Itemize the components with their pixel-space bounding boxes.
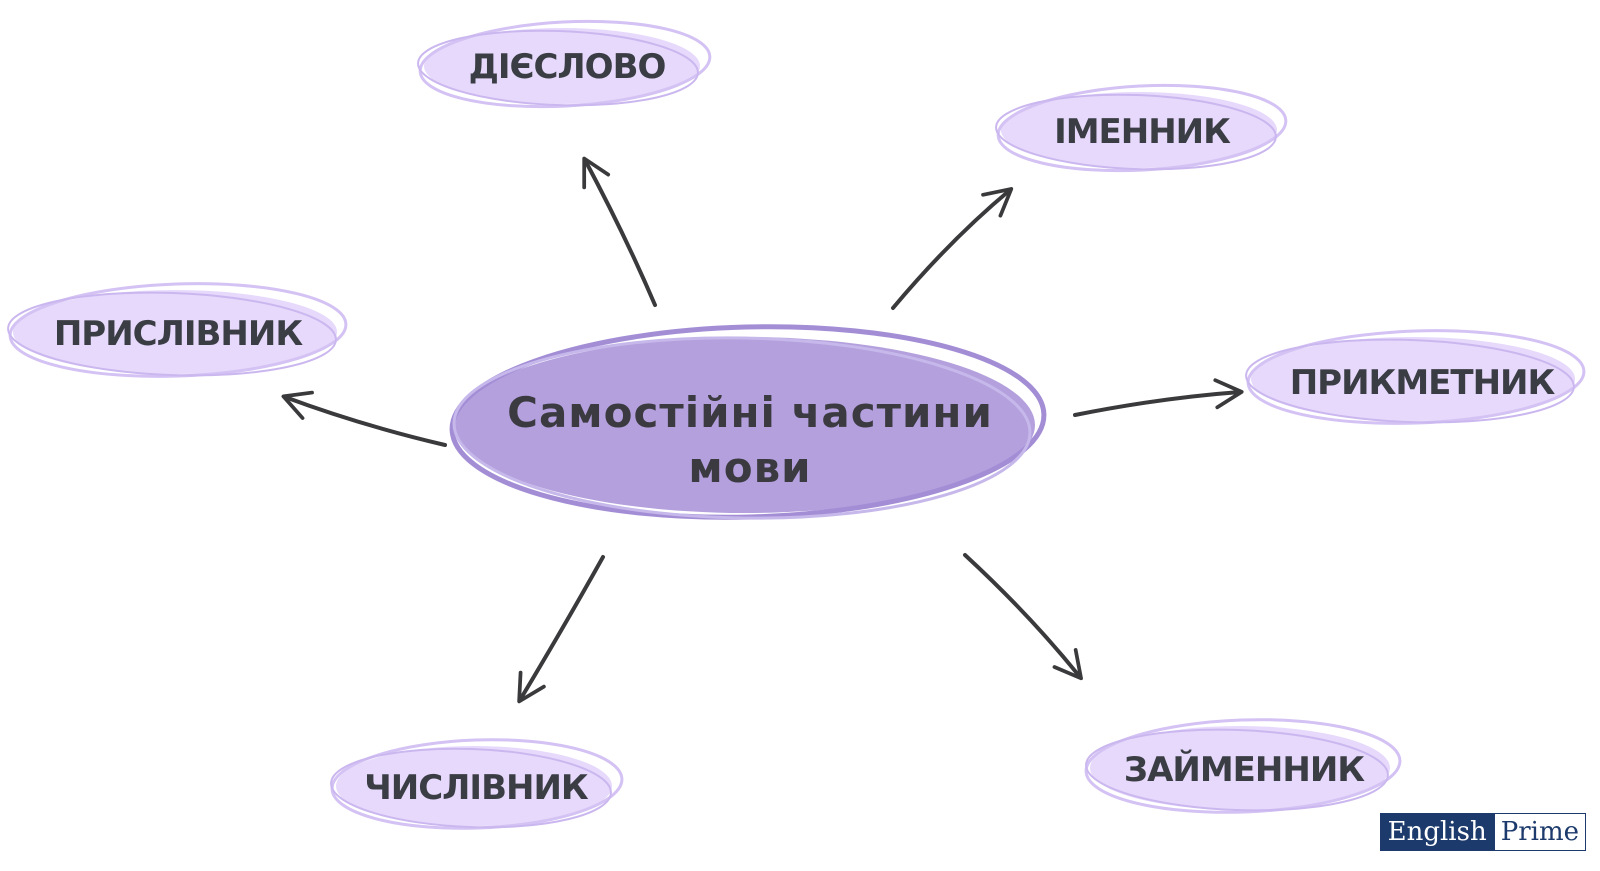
logo-part-prime: Prime bbox=[1494, 813, 1586, 851]
arrows bbox=[281, 156, 1244, 704]
center-title-line2: мови bbox=[688, 443, 811, 492]
node-pryslivnyk: ПРИСЛІВНИК bbox=[7, 282, 348, 378]
center-title-line1: Самостійні частини bbox=[507, 388, 993, 437]
node-label-chyslivnyk: ЧИСЛІВНИК bbox=[364, 768, 589, 808]
arrow-to-prykmetnyk bbox=[1073, 378, 1244, 417]
english-prime-logo: English Prime bbox=[1379, 813, 1586, 851]
logo-part-english: English bbox=[1379, 813, 1495, 851]
node-label-imennyk: ІМЕННИК bbox=[1054, 112, 1231, 152]
center-node: Самостійні частини мови bbox=[449, 324, 1047, 520]
node-label-dieslovo: ДІЄСЛОВО bbox=[469, 47, 666, 87]
node-prykmetnyk: ПРИКМЕТНИК bbox=[1245, 329, 1586, 425]
arrow-to-dieslovo bbox=[582, 156, 657, 307]
node-zaimennyk: ЗАЙМЕННИК bbox=[1084, 718, 1402, 814]
arrow-to-chyslivnyk bbox=[517, 555, 605, 704]
arrow-to-pryslivnyk bbox=[281, 390, 447, 447]
node-dieslovo: ДІЄСЛОВО bbox=[417, 19, 712, 109]
node-label-prykmetnyk: ПРИКМЕТНИК bbox=[1290, 363, 1556, 403]
node-chyslivnyk: ЧИСЛІВНИК bbox=[330, 738, 624, 830]
node-imennyk: ІМЕННИК bbox=[995, 83, 1288, 173]
node-label-pryslivnyk: ПРИСЛІВНИК bbox=[54, 314, 303, 354]
node-label-zaimennyk: ЗАЙМЕННИК bbox=[1124, 749, 1365, 790]
arrow-to-zaimennyk bbox=[963, 553, 1083, 681]
arrow-to-imennyk bbox=[891, 187, 1014, 310]
